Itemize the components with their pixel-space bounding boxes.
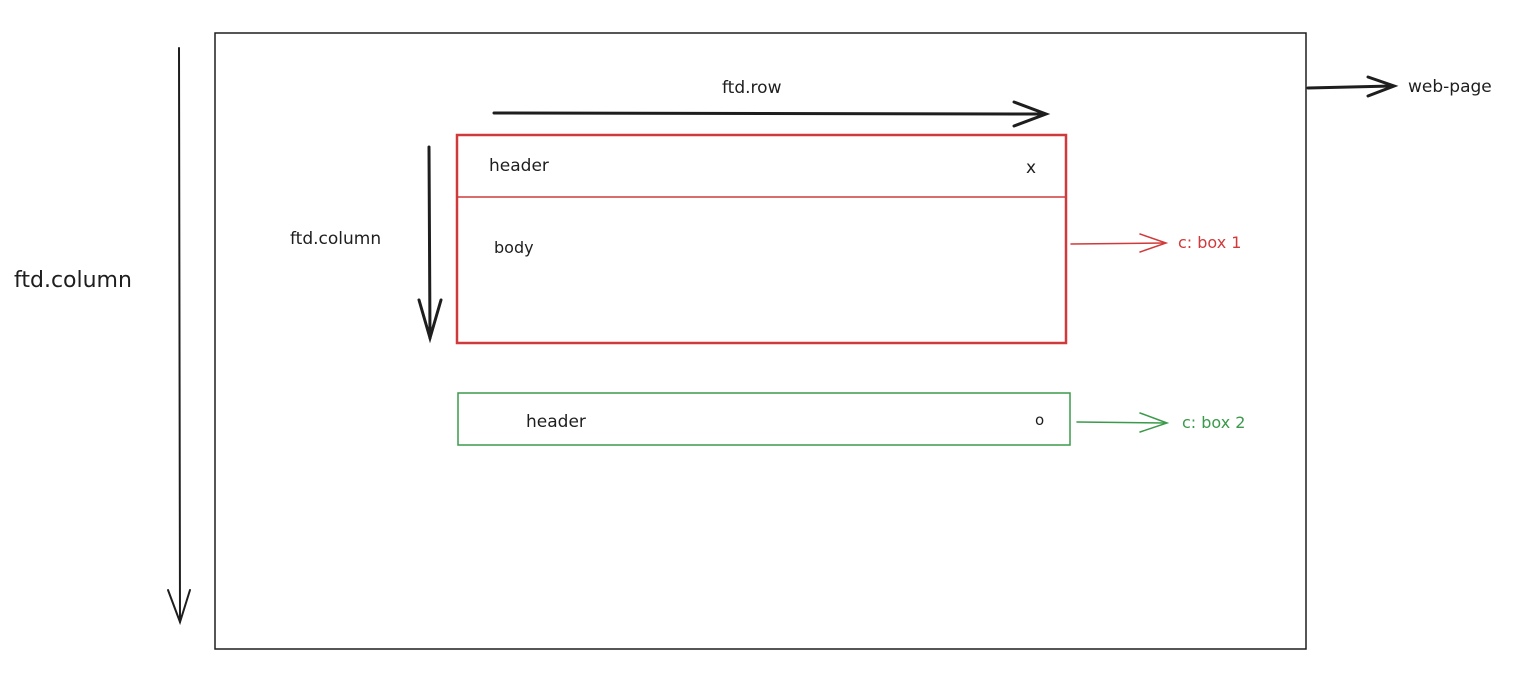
- web-page-label: web-page: [1408, 77, 1492, 97]
- web-page-frame: [214, 32, 1307, 650]
- box-2-component-label: c: box 2: [1182, 413, 1245, 432]
- box-1-component-label: c: box 1: [1178, 233, 1241, 252]
- box-1-close-icon[interactable]: x: [1026, 158, 1036, 178]
- web-page-arrow: [1306, 75, 1399, 98]
- box-1-component-arrow: [1070, 233, 1169, 253]
- outer-column-label: ftd.column: [14, 268, 132, 293]
- inner-column-arrow: [417, 145, 443, 344]
- box-1-body-label: body: [494, 238, 534, 257]
- box-2-toggle-icon[interactable]: o: [1035, 411, 1044, 429]
- box-1: header x body: [455, 133, 1068, 345]
- box-1-frame: [455, 133, 1068, 345]
- box-1-header-label: header: [489, 156, 549, 176]
- inner-column-label: ftd.column: [290, 229, 381, 249]
- box-2-frame: [457, 392, 1071, 446]
- row-label: ftd.row: [722, 78, 782, 98]
- box-2-header-label: header: [526, 412, 586, 432]
- row-arrow: [492, 100, 1051, 128]
- outer-column-arrow: [167, 47, 191, 626]
- box-2: header o: [457, 392, 1071, 446]
- box-2-component-arrow: [1076, 412, 1170, 433]
